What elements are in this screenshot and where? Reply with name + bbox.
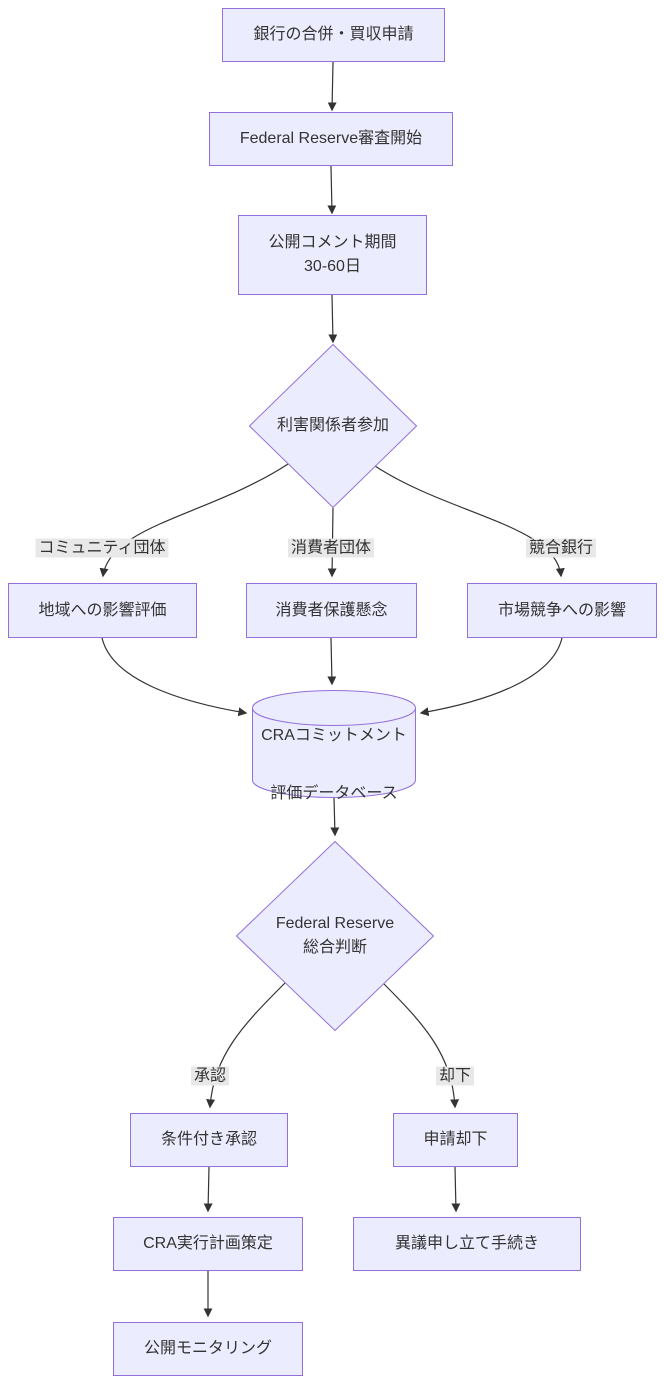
edge-approval-plan [203, 1166, 213, 1213]
edge-label-consumer-groups: 消費者団体 [287, 538, 375, 558]
node-community-impact: 地域への影響評価 [8, 583, 197, 638]
node-stakeholders: 利害関係者参加 [249, 344, 417, 508]
node-cra-database: CRAコミットメント 評価データベース [252, 690, 416, 802]
edge-label-reject: 却下 [435, 1066, 475, 1086]
edge-community-database [101, 637, 248, 717]
node-review-start: Federal Reserve審査開始 [209, 112, 453, 166]
node-public-monitoring-label: 公開モニタリング [143, 1340, 272, 1357]
node-application: 銀行の合併・買収申請 [222, 8, 445, 62]
node-conditional-approval-label: 条件付き承認 [160, 1131, 257, 1148]
node-fed-decision: Federal Reserve 総合判断 [236, 841, 434, 1031]
edge-comment-stakeholders [328, 294, 338, 344]
node-comment-period: 公開コメント期間 30-60日 [238, 215, 427, 295]
node-appeal-procedure: 異議申し立て手続き [353, 1217, 581, 1271]
node-fed-decision-line2: 総合判断 [302, 939, 367, 956]
node-cra-database-line2: 評価データベース [270, 785, 398, 802]
node-comment-period-line2: 30-60日 [304, 258, 361, 275]
edge-stakeholders-market [374, 465, 565, 578]
node-cra-plan-label: CRA実行計画策定 [143, 1235, 273, 1252]
node-market-impact-label: 市場競争への影響 [497, 601, 626, 619]
node-stakeholders-label: 利害関係者参加 [276, 417, 389, 434]
node-community-impact-label: 地域への影響評価 [38, 601, 167, 619]
diamond-shape [236, 841, 434, 1031]
node-review-start-label: Federal Reserve審査開始 [239, 130, 423, 147]
edge-label-approve: 承認 [190, 1066, 230, 1086]
node-market-impact: 市場競争への影響 [467, 583, 657, 638]
edge-market-database [419, 637, 563, 717]
database-cylinder-shape [252, 690, 416, 798]
edge-stakeholders-community [99, 463, 289, 578]
node-comment-period-line1: 公開コメント期間 [268, 234, 397, 251]
node-appeal-procedure-label: 異議申し立て手続き [394, 1235, 539, 1252]
edge-application-review [327, 61, 337, 112]
edge-label-community-groups: コミュニティ団体 [35, 538, 169, 558]
edge-database-decision [330, 797, 340, 837]
node-public-monitoring: 公開モニタリング [113, 1322, 303, 1376]
edge-consumer-database [327, 637, 337, 686]
node-cra-database-line1: CRAコミットメント [261, 727, 407, 744]
node-application-label: 銀行の合併・買収申請 [253, 26, 414, 43]
node-consumer-concern: 消費者保護懸念 [246, 583, 417, 638]
diamond-shape [249, 344, 417, 508]
edge-label-competing-banks: 競合銀行 [525, 538, 597, 558]
edge-review-comment [327, 165, 337, 215]
edge-decision-approval [206, 982, 286, 1109]
node-cra-plan: CRA実行計画策定 [113, 1217, 303, 1271]
node-fed-decision-line1: Federal Reserve [275, 915, 395, 932]
node-conditional-approval: 条件付き承認 [130, 1113, 288, 1167]
node-application-rejected: 申請却下 [393, 1113, 518, 1167]
node-application-rejected-label: 申請却下 [423, 1131, 488, 1148]
node-consumer-concern-label: 消費者保護懸念 [275, 601, 388, 619]
edge-decision-rejection [382, 982, 460, 1109]
edge-rejection-appeal [451, 1166, 461, 1213]
